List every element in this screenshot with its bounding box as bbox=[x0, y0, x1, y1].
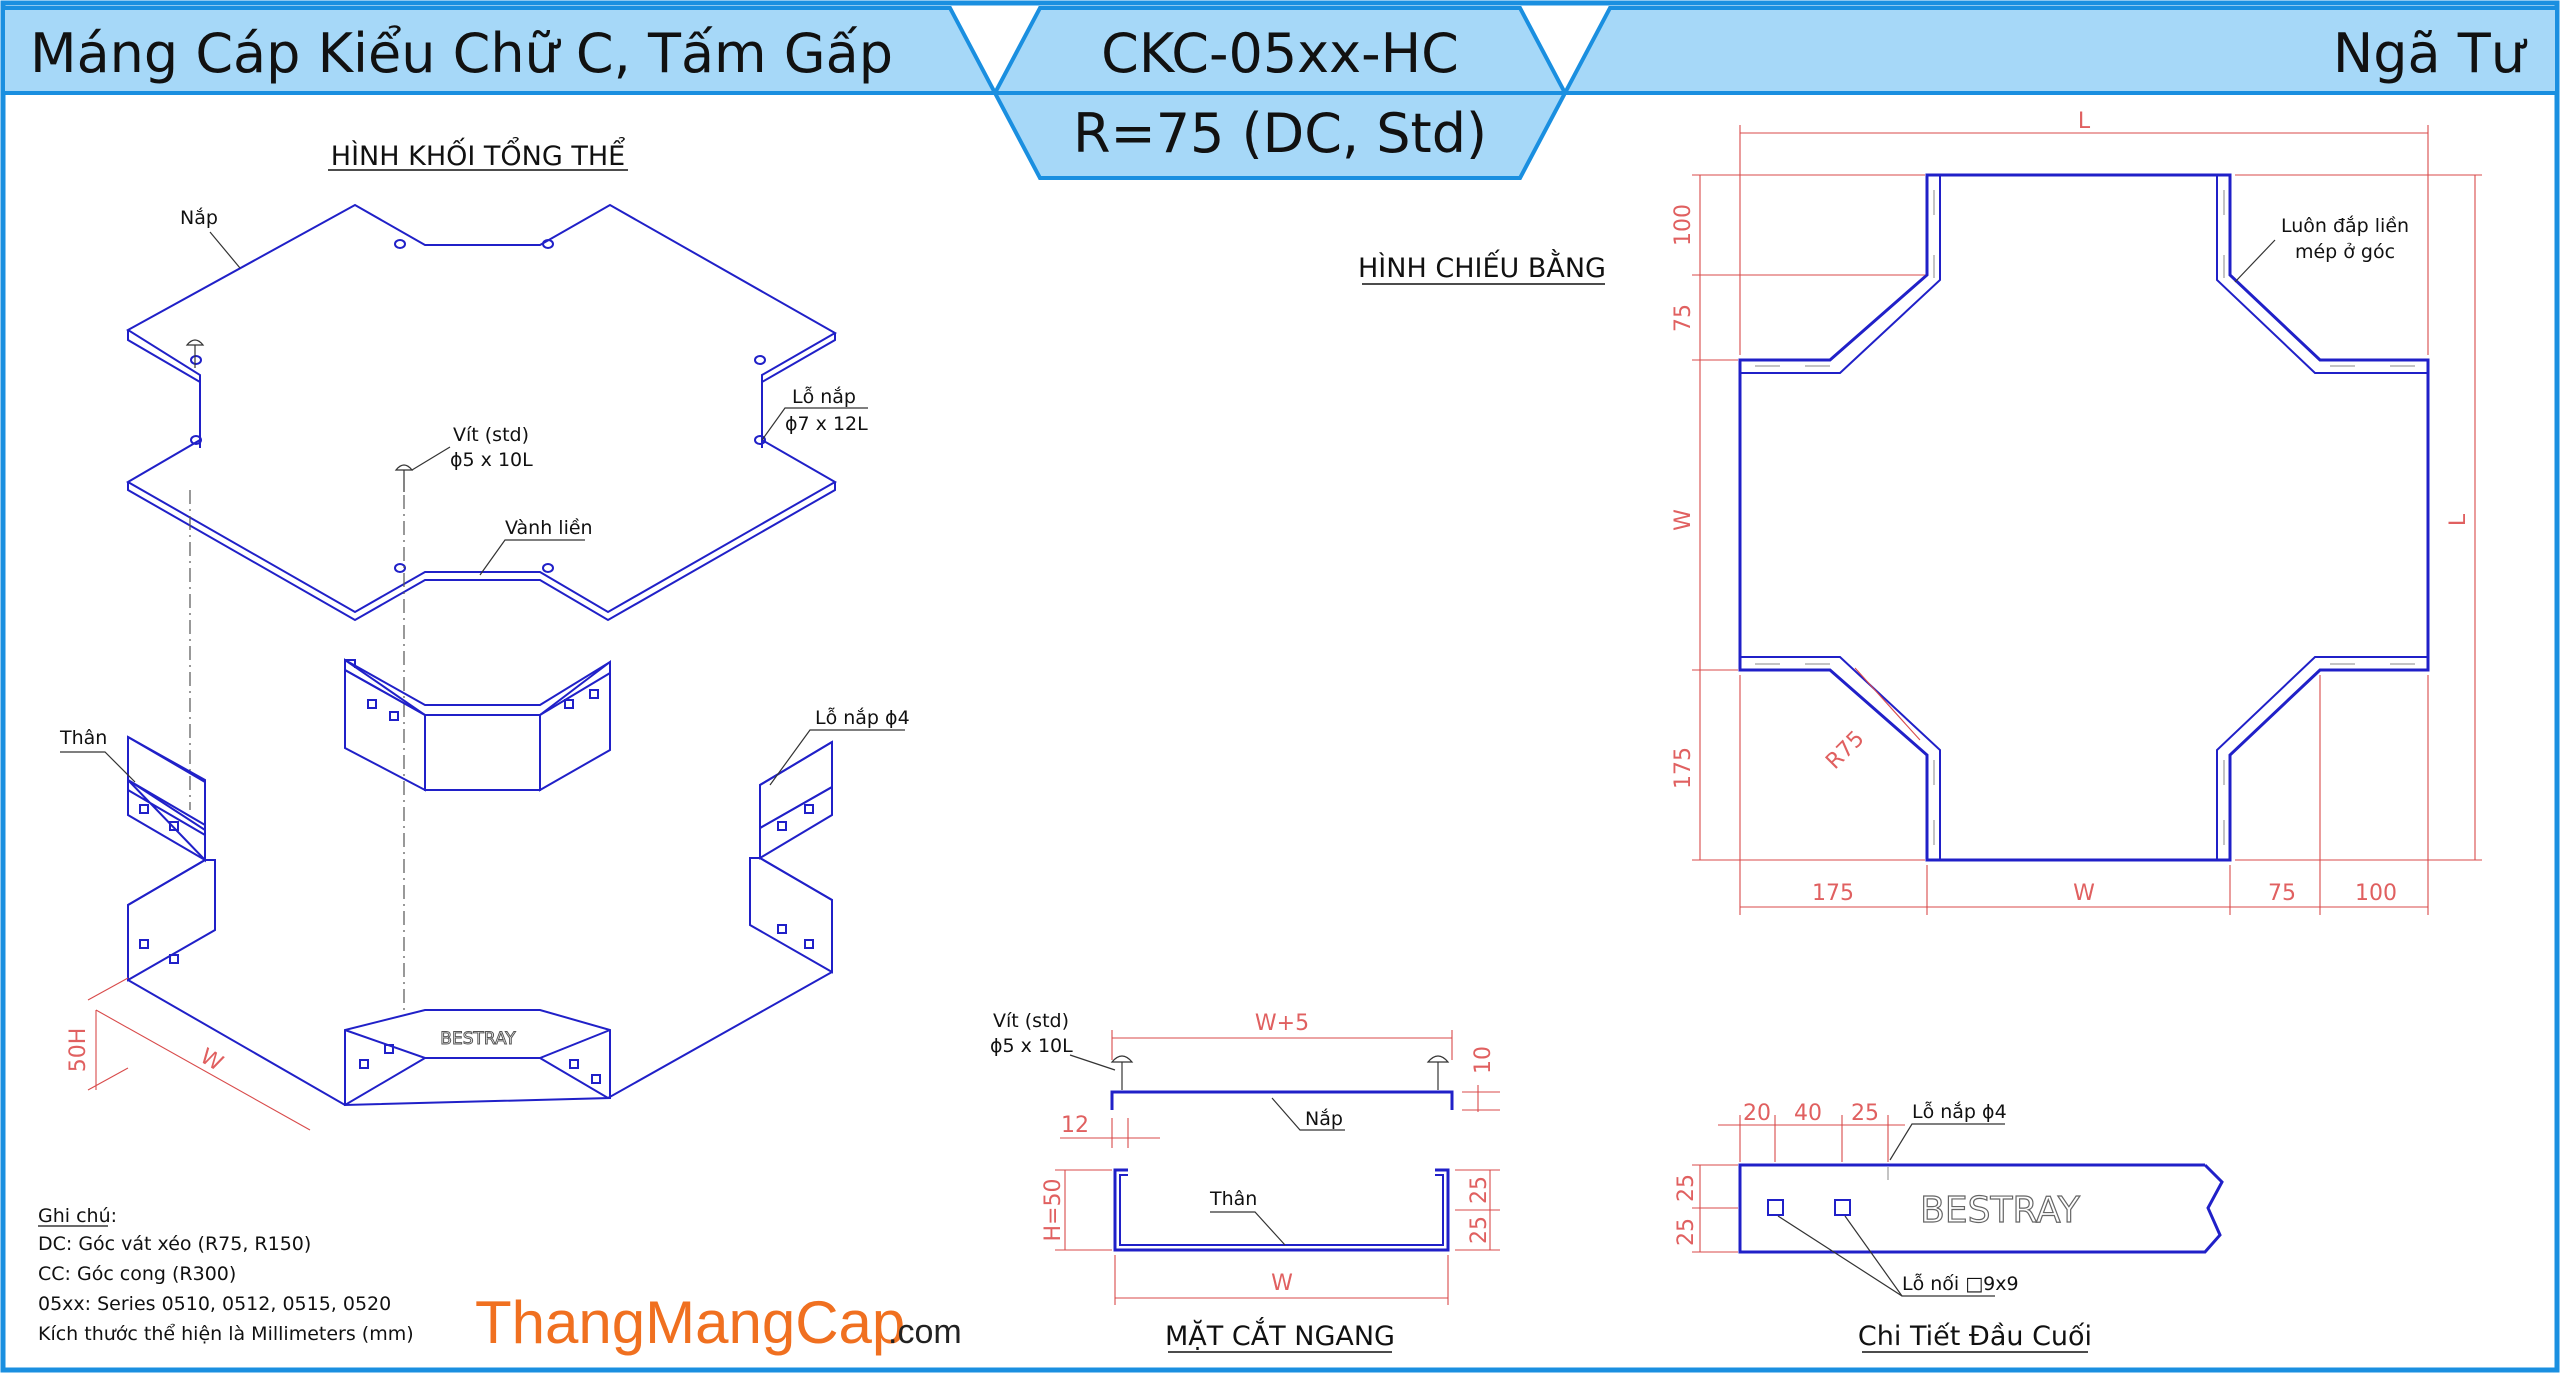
iso-view: HÌNH KHỐI TỔNG THỂ bbox=[59, 137, 910, 1131]
section-lid bbox=[1110, 1090, 1454, 1110]
end-dim-25b: 25 bbox=[1674, 1218, 1699, 1246]
section-view-title: MẶT CẮT NGANG bbox=[1165, 1317, 1395, 1352]
plan-dim-175-left: 175 bbox=[1671, 747, 1696, 789]
section-dim-10: 10 bbox=[1471, 1046, 1496, 1074]
notes-heading: Ghi chú: bbox=[38, 1205, 117, 1227]
plan-dim-l-top: L bbox=[2078, 109, 2091, 134]
plan-dim-100-left: 100 bbox=[1671, 204, 1696, 246]
plan-note-line1: Luôn đắp liền bbox=[2281, 214, 2409, 237]
notes-line2: CC: Góc cong (R300) bbox=[38, 1263, 236, 1285]
end-detail-title: Chi Tiết Đầu Cuối bbox=[1858, 1321, 2092, 1352]
section-dim-25b: 25 bbox=[1467, 1216, 1492, 1244]
end-label-lid-hole: Lỗ nắp ϕ4 bbox=[1912, 1100, 2007, 1123]
plan-dim-l-right: L bbox=[2446, 513, 2471, 526]
section-label-screw-size: ϕ5 x 10L bbox=[990, 1035, 1073, 1057]
end-dim-40: 40 bbox=[1794, 1101, 1822, 1126]
plan-dim-w-left: W bbox=[1671, 509, 1696, 531]
iso-view-title: HÌNH KHỐI TỔNG THỂ bbox=[331, 137, 625, 172]
end-dim-20: 20 bbox=[1743, 1101, 1771, 1126]
header: Máng Cáp Kiểu Chữ C, Tấm Gấp CKC-05xx-HC… bbox=[1, 6, 2559, 180]
body-drawing: BESTRAY bbox=[127, 658, 833, 1107]
header-code: CKC-05xx-HC bbox=[1101, 22, 1459, 85]
section-view: MẶT CẮT NGANG W+5 10 12 H=50 bbox=[990, 1010, 1500, 1353]
plan-dim-w-bottom: W bbox=[2073, 881, 2095, 906]
end-join-hole-1 bbox=[1767, 1199, 1784, 1216]
iso-label-body: Thân bbox=[59, 727, 107, 749]
plan-dim-175-bottom: 175 bbox=[1812, 881, 1854, 906]
plan-view: HÌNH CHIẾU BẰNG L L bbox=[1358, 109, 2482, 915]
header-title-right: Ngã Tư bbox=[2333, 22, 2528, 85]
section-dim-w5: W+5 bbox=[1255, 1011, 1309, 1036]
section-dim-25a: 25 bbox=[1467, 1176, 1492, 1204]
section-label-lid: Nắp bbox=[1305, 1107, 1343, 1130]
lid-drawing bbox=[126, 203, 838, 622]
header-spec: R=75 (DC, Std) bbox=[1073, 102, 1487, 165]
iso-label-lid-hole: Lỗ nắp bbox=[792, 385, 856, 408]
end-plate bbox=[1738, 1163, 2224, 1254]
plan-dim-75-bottom: 75 bbox=[2268, 881, 2296, 906]
section-body bbox=[1113, 1168, 1450, 1252]
notes-line3: 05xx: Series 0510, 0512, 0515, 0520 bbox=[38, 1293, 391, 1315]
end-detail: Chi Tiết Đầu Cuối BESTRAY 20 40 25 25 25… bbox=[1674, 1100, 2224, 1353]
notes-line4: Kích thước thể hiện là Millimeters (mm) bbox=[38, 1323, 414, 1345]
iso-label-body-hole: Lỗ nắp ϕ4 bbox=[815, 706, 910, 729]
end-label-join-hole: Lỗ nối □9x9 bbox=[1902, 1272, 2019, 1295]
end-brand: BESTRAY bbox=[1920, 1190, 2081, 1231]
notes: Ghi chú: DC: Góc vát xéo (R75, R150) CC:… bbox=[38, 1205, 414, 1345]
end-dim-25: 25 bbox=[1851, 1101, 1879, 1126]
iso-brand: BESTRAY bbox=[440, 1029, 516, 1049]
header-right-panel bbox=[1561, 6, 2559, 95]
end-join-hole-2 bbox=[1834, 1199, 1851, 1216]
section-label-screw: Vít (std) bbox=[993, 1010, 1069, 1032]
watermark-main: ThangMangCap bbox=[475, 1289, 905, 1356]
header-title-left: Máng Cáp Kiểu Chữ C, Tấm Gấp bbox=[30, 22, 893, 85]
screw-icon bbox=[185, 339, 414, 492]
section-screw-icon bbox=[1110, 1055, 1450, 1090]
notes-line1: DC: Góc vát xéo (R75, R150) bbox=[38, 1233, 311, 1255]
plan-dim-100-bottom: 100 bbox=[2355, 881, 2397, 906]
iso-label-lid-hole-size: ϕ7 x 12L bbox=[785, 413, 868, 435]
section-dim-w: W bbox=[1271, 1271, 1293, 1296]
watermark-suffix: .com bbox=[888, 1313, 962, 1351]
iso-label-lid: Nắp bbox=[180, 206, 218, 229]
iso-label-screw: Vít (std) bbox=[453, 424, 529, 446]
plan-view-title: HÌNH CHIẾU BẰNG bbox=[1358, 249, 1606, 284]
watermark: ThangMangCap .com bbox=[475, 1289, 962, 1356]
iso-dim-h: 50H bbox=[66, 1028, 91, 1073]
plan-note-line2: mép ở góc bbox=[2295, 241, 2395, 263]
section-dim-12: 12 bbox=[1061, 1113, 1089, 1138]
end-dim-25a: 25 bbox=[1674, 1174, 1699, 1202]
plan-outline bbox=[1738, 173, 2430, 862]
section-dim-h: H=50 bbox=[1041, 1179, 1066, 1242]
section-label-body: Thân bbox=[1209, 1188, 1257, 1210]
iso-label-rim: Vành liền bbox=[505, 517, 593, 539]
iso-label-screw-size: ϕ5 x 10L bbox=[450, 449, 533, 471]
plan-dim-75-left: 75 bbox=[1671, 304, 1696, 332]
